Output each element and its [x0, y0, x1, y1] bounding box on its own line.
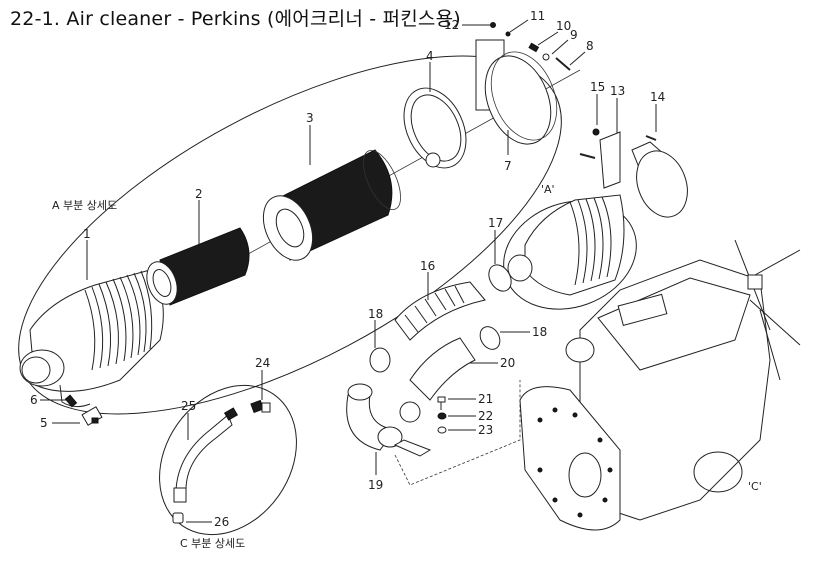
assembly-leader-line	[394, 380, 521, 486]
safety-element	[146, 227, 250, 306]
elbow-fitting-part-24	[250, 399, 271, 414]
callout-22: 22	[478, 409, 493, 423]
callout-17: 17	[488, 216, 503, 230]
callout-8: 8	[586, 39, 594, 53]
callout-13: 13	[610, 84, 625, 98]
hose-part-16	[394, 281, 486, 341]
page-title: 22-1. Air cleaner - Perkins (에어크리너 - 퍼킨스…	[10, 8, 461, 30]
bracket-clamp-part-14	[631, 135, 688, 218]
callout-15: 15	[590, 80, 605, 94]
band-part-7	[475, 39, 558, 145]
callout-9: 9	[570, 28, 578, 42]
clamp-part-18-right	[479, 326, 501, 350]
bracket-part-13	[579, 128, 621, 189]
fastener-part-12	[490, 22, 496, 28]
fastener-part-8	[555, 57, 571, 71]
hose-part-20	[409, 337, 476, 401]
callout-24: 24	[255, 356, 270, 370]
cover-part-4	[403, 87, 467, 169]
fastener-part-11	[505, 31, 511, 37]
fitting-part-26	[172, 512, 184, 524]
clamp-part-17	[488, 264, 512, 292]
primary-element	[262, 149, 401, 261]
callout-12: 12	[444, 18, 459, 32]
washer-part-23	[437, 426, 447, 434]
callout-7: 7	[504, 159, 512, 173]
assembled-air-cleaner	[507, 194, 625, 296]
fastener-part-10	[528, 42, 540, 53]
callout-1: 1	[83, 227, 91, 241]
callouts: 1 2 3 4 5 6 7 8 9 10 11 12 13	[30, 9, 665, 529]
callout-4: 4	[426, 49, 434, 63]
callout-18-left: 18	[368, 307, 383, 321]
callout-26: 26	[214, 515, 229, 529]
ref-a-label: 'A'	[541, 183, 555, 196]
callout-3: 3	[306, 111, 314, 125]
detail-a-caption: A 부분 상세도	[52, 199, 117, 212]
perkins-engine	[519, 239, 801, 531]
detail-c-marker	[693, 451, 743, 493]
callout-11: 11	[530, 9, 545, 23]
hose-assembly-part-25	[173, 407, 239, 503]
callout-20: 20	[500, 356, 515, 370]
callout-6: 6	[30, 393, 38, 407]
callout-16: 16	[420, 259, 435, 273]
elbow-pipe-part-19	[346, 383, 432, 457]
bolt-part-21	[437, 396, 446, 410]
fitting-part-6	[64, 394, 78, 408]
callout-10: 10	[556, 19, 571, 33]
callout-14: 14	[650, 90, 665, 104]
detail-c-caption: C 부분 상세도	[180, 537, 245, 550]
ref-c-label: 'C'	[748, 480, 762, 493]
callout-19: 19	[368, 478, 383, 492]
valve-part-5	[81, 406, 103, 426]
callout-2: 2	[195, 187, 203, 201]
detail-c-outline	[159, 384, 297, 536]
callout-18-right: 18	[532, 325, 547, 339]
callout-25: 25	[181, 399, 196, 413]
fastener-part-9	[542, 53, 550, 61]
callout-23: 23	[478, 423, 493, 437]
callout-5: 5	[40, 416, 48, 430]
clamp-part-18-left	[369, 347, 391, 373]
spring-washer-part-22	[437, 412, 447, 420]
callout-21: 21	[478, 392, 493, 406]
air-cleaner-housing	[19, 269, 164, 408]
